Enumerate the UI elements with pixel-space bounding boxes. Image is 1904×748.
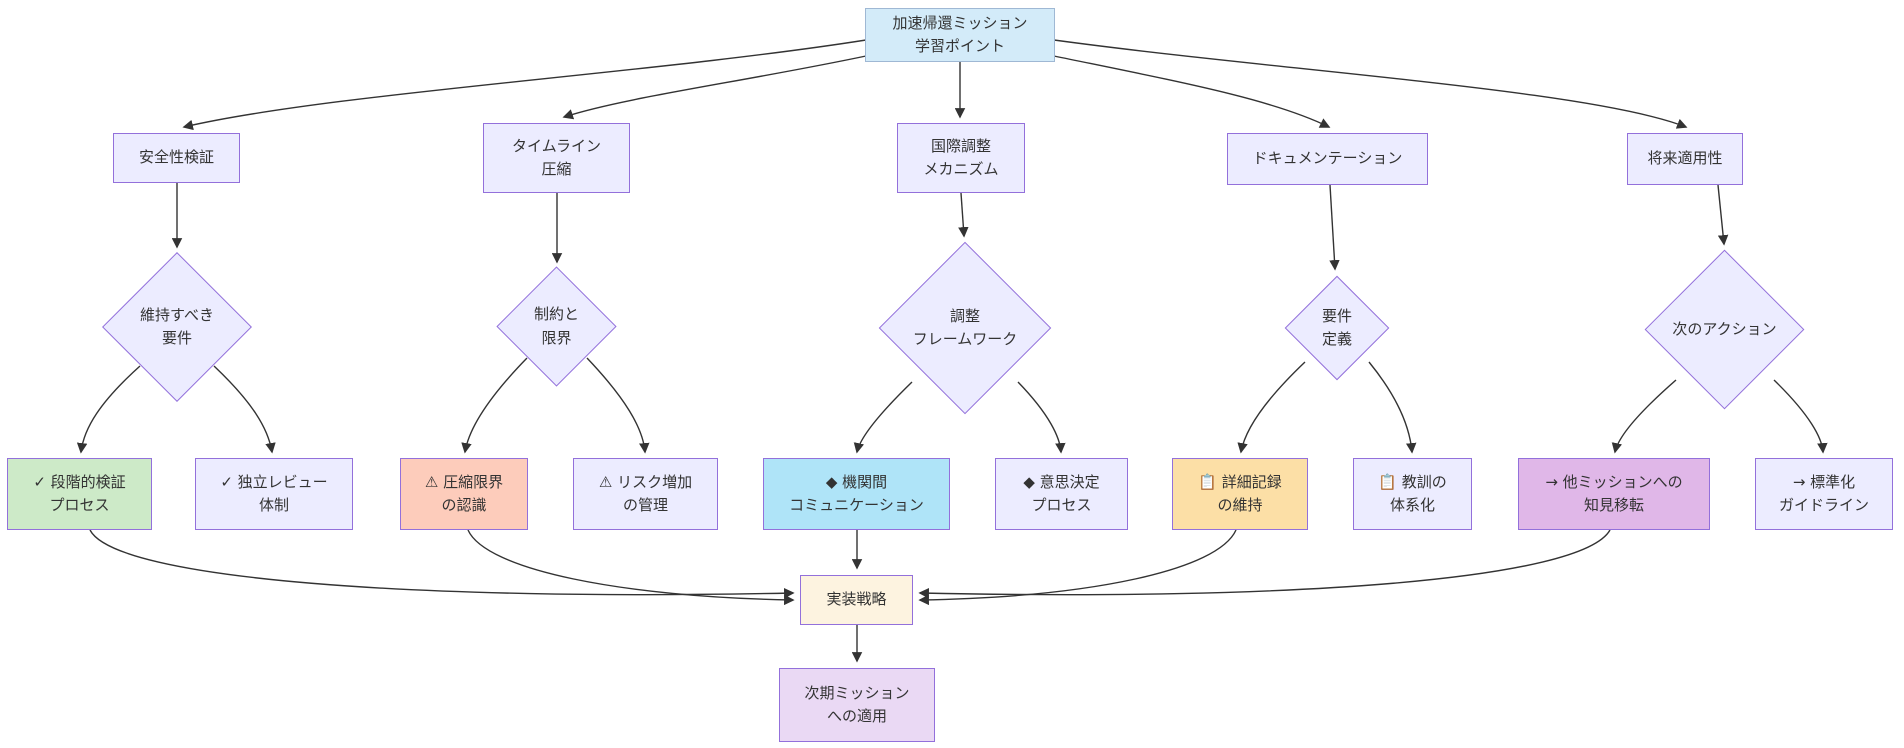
edge-limit-impl xyxy=(467,529,795,606)
edge-nextaction-standard xyxy=(1773,379,1828,454)
node-compression-limit: ⚠ 圧縮限界 の認識 xyxy=(400,458,528,530)
edge-nextaction-transfer xyxy=(1611,379,1677,454)
node-diamond-requirement: 要件 定義 xyxy=(1284,275,1390,381)
diamond-label: 調整 フレームワーク xyxy=(912,306,1018,348)
edge-root-safety xyxy=(182,39,867,131)
edge-requirement-lesson xyxy=(1368,361,1417,454)
diamond-label: 維持すべき 要件 xyxy=(140,305,214,347)
edge-requirement-record xyxy=(1237,361,1306,454)
diamond-label: 次のアクション xyxy=(1672,319,1777,338)
edge-root-doc xyxy=(1053,55,1331,128)
node-risk-management: ⚠ リスク増加 の管理 xyxy=(573,458,718,530)
node-implementation-strategy: 実装戦略 xyxy=(800,575,913,625)
node-decision-process: ◆ 意思決定 プロセス xyxy=(995,458,1128,530)
edge-framework-decision xyxy=(1017,381,1066,454)
node-doc: ドキュメンテーション xyxy=(1227,133,1428,185)
edge-constraint-limit xyxy=(461,357,528,454)
diamond-label: 要件 定義 xyxy=(1321,306,1352,348)
edge-framework-comm xyxy=(853,381,913,454)
node-diamond-maintain: 維持すべき 要件 xyxy=(102,252,252,402)
edge-constraint-risk xyxy=(586,357,650,454)
node-root: 加速帰還ミッション 学習ポイント xyxy=(865,8,1055,62)
node-future: 将来適用性 xyxy=(1627,133,1743,185)
diamond-label: 制約と 限界 xyxy=(533,305,579,347)
edge-transfer-impl xyxy=(918,529,1611,599)
edge-doc-requirement xyxy=(1329,184,1340,271)
node-diamond-framework: 調整 フレームワーク xyxy=(878,241,1052,415)
edge-root-future xyxy=(1053,39,1688,129)
node-knowledge-transfer: → 他ミッションへの 知見移転 xyxy=(1518,458,1710,530)
node-safety: 安全性検証 xyxy=(113,133,240,183)
edge-phased-impl xyxy=(89,529,795,599)
edge-future-nextaction xyxy=(1717,184,1729,246)
node-phased-verification: ✓ 段階的検証 プロセス xyxy=(7,458,152,530)
edge-record-impl xyxy=(918,529,1237,606)
node-apply-next-mission: 次期ミッション への適用 xyxy=(779,668,935,742)
node-interagency-communication: ◆ 機関間 コミュニケーション xyxy=(763,458,950,530)
node-independent-review: ✓ 独立レビュー 体制 xyxy=(195,458,353,530)
node-detailed-records: 📋 詳細記録 の維持 xyxy=(1172,458,1308,530)
node-standardization-guideline: → 標準化 ガイドライン xyxy=(1755,458,1893,530)
node-timeline: タイムライン 圧縮 xyxy=(483,123,630,193)
edge-intl-framework xyxy=(958,192,969,238)
edge-root-timeline xyxy=(562,55,867,120)
node-intl: 国際調整 メカニズム xyxy=(897,123,1025,193)
node-diamond-nextaction: 次のアクション xyxy=(1644,249,1805,410)
node-diamond-constraint: 制約と 限界 xyxy=(496,266,617,387)
node-lessons-systematization: 📋 教訓の 体系化 xyxy=(1353,458,1472,530)
